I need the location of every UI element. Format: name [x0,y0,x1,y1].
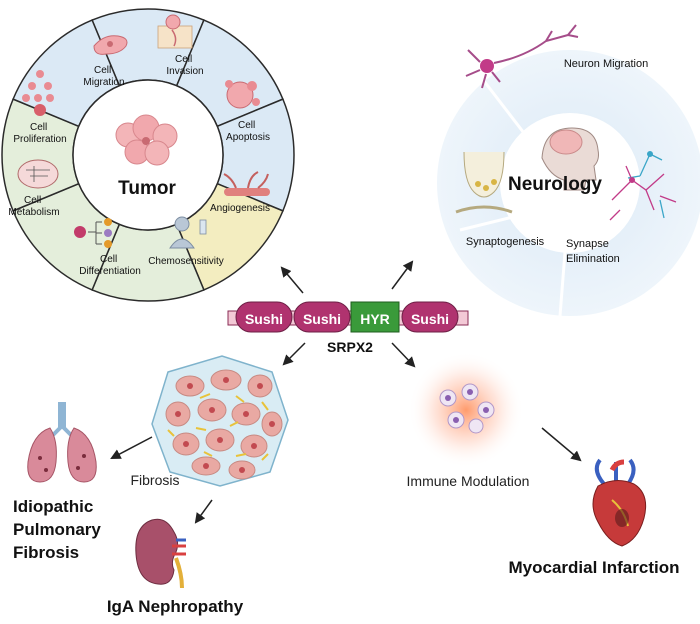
label-cell-metabolism: Cell Metabolism [8,195,59,218]
synapse-icon [455,151,513,214]
arrow-to-heart [541,427,582,462]
label-iga: IgA Nephropathy [107,597,244,616]
neuron-icon [465,24,579,89]
tumor-center-label: Tumor [118,178,176,199]
domain-sushi-2 [293,301,351,333]
domain-sushi-2-label: Sushi [303,311,341,327]
arrow-to-immune [391,342,416,368]
label-synapse-elimination: Synapse Elimination [566,238,620,265]
immune-cells-icon [408,352,524,468]
label-cell-apoptosis: Cell Apoptosis [226,120,270,143]
fibrosis-tissue-icon [151,355,289,487]
cell-migration-icon [93,35,128,55]
label-cell-migration: Cell Migration [83,65,124,88]
chemosensitivity-icon [169,216,207,249]
label-angiogenesis: Angiogenesis [210,203,270,214]
angiogenesis-icon [223,171,270,196]
label-ipf: Idiopathic Pulmonary Fibrosis [13,497,106,562]
label-cell-proliferation: Cell Proliferation [13,122,66,145]
neuro-divider-1 [482,80,529,138]
microglia-icon [609,151,677,221]
cell-metabolism-icon [17,159,59,189]
domain-sushi-1-label: Sushi [245,311,283,327]
neuro-divider-2 [459,215,514,232]
tumor-wheel: Tumor [1,8,295,302]
cell-apoptosis-icon [225,80,260,109]
cell-invasion-icon [157,14,193,49]
srpx2-protein: Sushi Sushi HYR Sushi SRPX2 [227,301,469,355]
arrow-to-lung [110,436,153,459]
cell-proliferation-icon [22,70,54,116]
arrows [110,260,582,524]
domain-sushi-3 [401,301,459,333]
domain-hyr [350,301,400,333]
domain-sushi-1 [235,301,293,333]
heart-icon [592,458,647,547]
lung-icon [27,402,97,483]
label-cell-differentiation: Cell Differentiation [79,254,141,277]
label-synaptogenesis: Synaptogenesis [466,236,545,248]
tumor-cells-icon [115,114,178,166]
neurology-panel: Neurology Neuron Migration Synaptogenesi… [437,24,700,317]
neuro-divider-3 [558,251,567,317]
protein-name: SRPX2 [327,339,373,355]
label-fibrosis: Fibrosis [130,472,179,488]
arrow-to-neurology [391,260,414,290]
domain-sushi-3-label: Sushi [411,311,449,327]
label-immune: Immune Modulation [407,473,530,489]
kidney-icon [135,518,186,589]
domain-hyr-label: HYR [360,311,390,327]
label-cell-invasion: Cell Invasion [166,54,203,77]
neurology-center-label: Neurology [508,174,602,195]
arrow-to-fibrosis [282,342,306,366]
label-mi: Myocardial Infarction [509,558,680,577]
cell-differentiation-icon [74,218,112,248]
label-chemosensitivity: Chemosensitivity [148,256,224,267]
brain-head-icon [541,127,599,191]
arrow-to-kidney [194,499,213,524]
label-neuron-migration: Neuron Migration [564,58,648,70]
arrow-to-tumor [280,266,304,294]
